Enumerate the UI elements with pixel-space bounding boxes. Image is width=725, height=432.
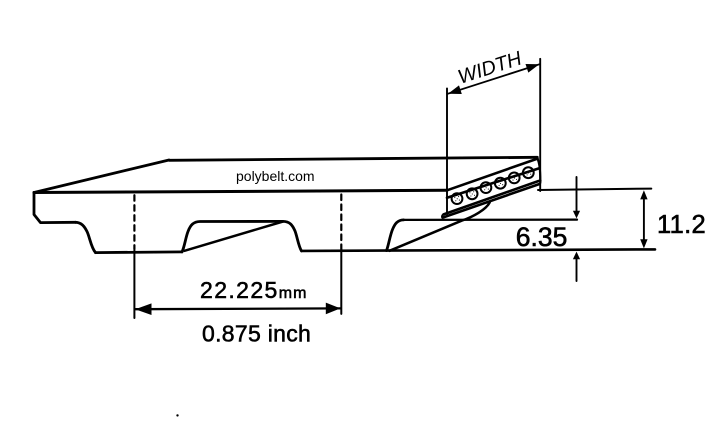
svg-text:6.35: 6.35 (516, 222, 568, 252)
svg-text:0.875 inch: 0.875 inch (202, 321, 311, 347)
svg-text:WIDTH: WIDTH (455, 47, 525, 88)
svg-text:11.2: 11.2 (657, 211, 706, 239)
svg-text:polybelt.com: polybelt.com (236, 168, 315, 184)
svg-text:22.225mm: 22.225mm (200, 277, 307, 303)
